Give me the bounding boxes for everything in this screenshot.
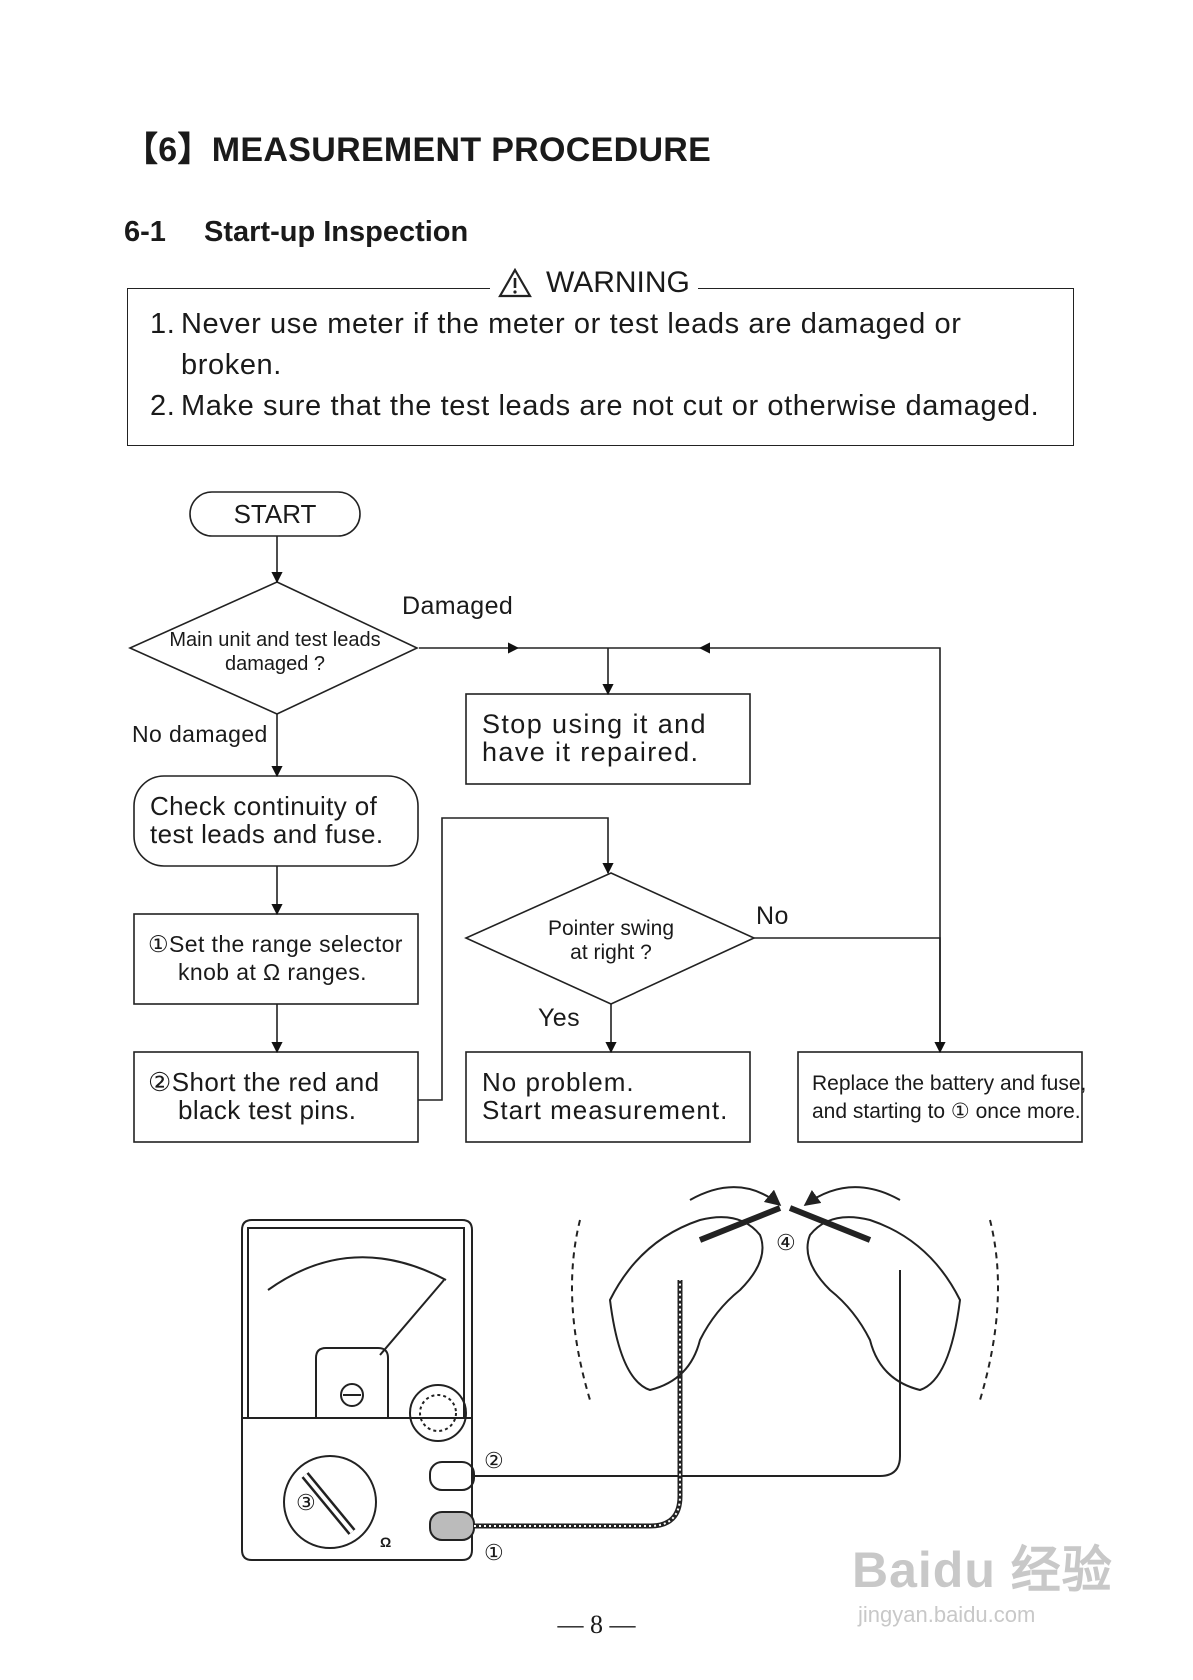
stop-line-2: have it repaired. [482,737,700,767]
section-heading: Start-up Inspection [204,216,469,248]
ohm-adjust-dial [409,1384,467,1442]
no-problem-text: No problem. Start measurement. [482,1068,728,1124]
stop-line-1: Stop using it and [482,709,707,739]
range-selector-knob [283,1455,377,1549]
page-title: 【6】MEASUREMENT PROCEDURE [124,131,712,169]
left-hand-ghost [571,1219,591,1401]
step1-line-2: knob at Ω ranges. [178,959,367,985]
right-hand-ghost [979,1219,999,1401]
section-title: 6-1 Start-up Inspection [124,216,468,249]
watermark-main: Baidu 经验 [852,1542,1113,1598]
decision1-line-1: Main unit and test leads [169,629,381,651]
stop-text: Stop using it and have it repaired. [482,710,707,766]
start-label: START [233,498,317,529]
decision1-line-2: damaged ? [224,653,326,675]
lead-black [474,1280,683,1529]
callout-2: ② [484,1448,504,1473]
section-number: 6-1 [124,216,166,248]
check-text: Check continuity of test leads and fuse. [150,792,383,848]
no-problem-line-1: No problem. [482,1067,635,1097]
warning-triangle-icon [498,268,532,298]
step1-number: ① [148,931,170,957]
check-line-2: test leads and fuse. [150,819,384,849]
no-problem-line-2: Start measurement. [482,1095,729,1125]
warning-item-1-line-2: broken. [181,349,282,381]
warning-label: WARNING [546,266,690,299]
meter-pivot-cover [315,1347,389,1418]
start-terminal [189,491,361,537]
step2-line-1: Short the red and [171,1067,380,1097]
decision1-text: Main unit and test leads damaged ? [150,628,400,676]
no-label: No [756,902,789,930]
replace-line-1: Replace the battery and fuse, [812,1072,1087,1095]
line-no-return [698,642,941,1052]
warning-heading: WARNING [490,266,698,300]
replace-text: Replace the battery and fuse, and starti… [812,1070,1086,1126]
flowchart-diagram [128,491,1083,1143]
step2-text: ②Short the red and black test pins. [148,1068,379,1124]
damaged-label: Damaged [402,592,514,620]
right-hand [806,1216,962,1392]
right-probe [788,1205,872,1243]
step2-line-2: black test pins. [178,1095,357,1125]
watermark: Baidu 经验 jingyan.baidu.com [852,1530,1113,1628]
watermark-sub: jingyan.baidu.com [858,1602,1036,1627]
warning-item-1-line-1: Never use meter if the meter or test lea… [181,308,962,340]
replace-line-2: and starting to ① once more. [812,1100,1081,1123]
warning-item-1-number: 1. [150,308,176,340]
warning-item-2-line-1: Make sure that the test leads are not cu… [181,390,1040,422]
motion-arrow-right [803,1186,901,1206]
step2-number: ② [148,1067,172,1097]
left-probe [698,1205,782,1243]
lead-red [474,1270,901,1477]
terminal-plus [429,1461,475,1491]
check-line-1: Check continuity of [150,791,378,821]
meter-body [241,1219,473,1561]
meter-needle [379,1279,445,1356]
multimeter-illustration [241,1186,999,1561]
arrow-step2-to-pointer [418,817,614,1101]
zero-adjust-screw [340,1383,364,1407]
left-hand [608,1216,764,1392]
decision2-text: Pointer swing at right ? [500,917,722,965]
no-damaged-label: No damaged [132,721,268,747]
step1-text: ①Set the range selector knob at Ω ranges… [148,930,403,986]
page-number: — 8 — [557,1610,636,1639]
step1-line-1: Set the range selector [169,931,403,957]
callout-1: ① [484,1540,504,1565]
yes-label: Yes [538,1004,580,1032]
ohm-mark: Ω [380,1534,392,1550]
callout-4: ④ [776,1230,796,1255]
callout-3: ③ [296,1490,316,1515]
meter-scale-arc [267,1256,447,1291]
decision2-line-2: at right ? [570,941,652,964]
arrow-pointer-no [754,937,946,1054]
decision2-line-1: Pointer swing [547,917,675,940]
terminal-minus [429,1511,475,1541]
motion-arrow-left [689,1186,782,1207]
warning-item-2-number: 2. [150,390,176,422]
